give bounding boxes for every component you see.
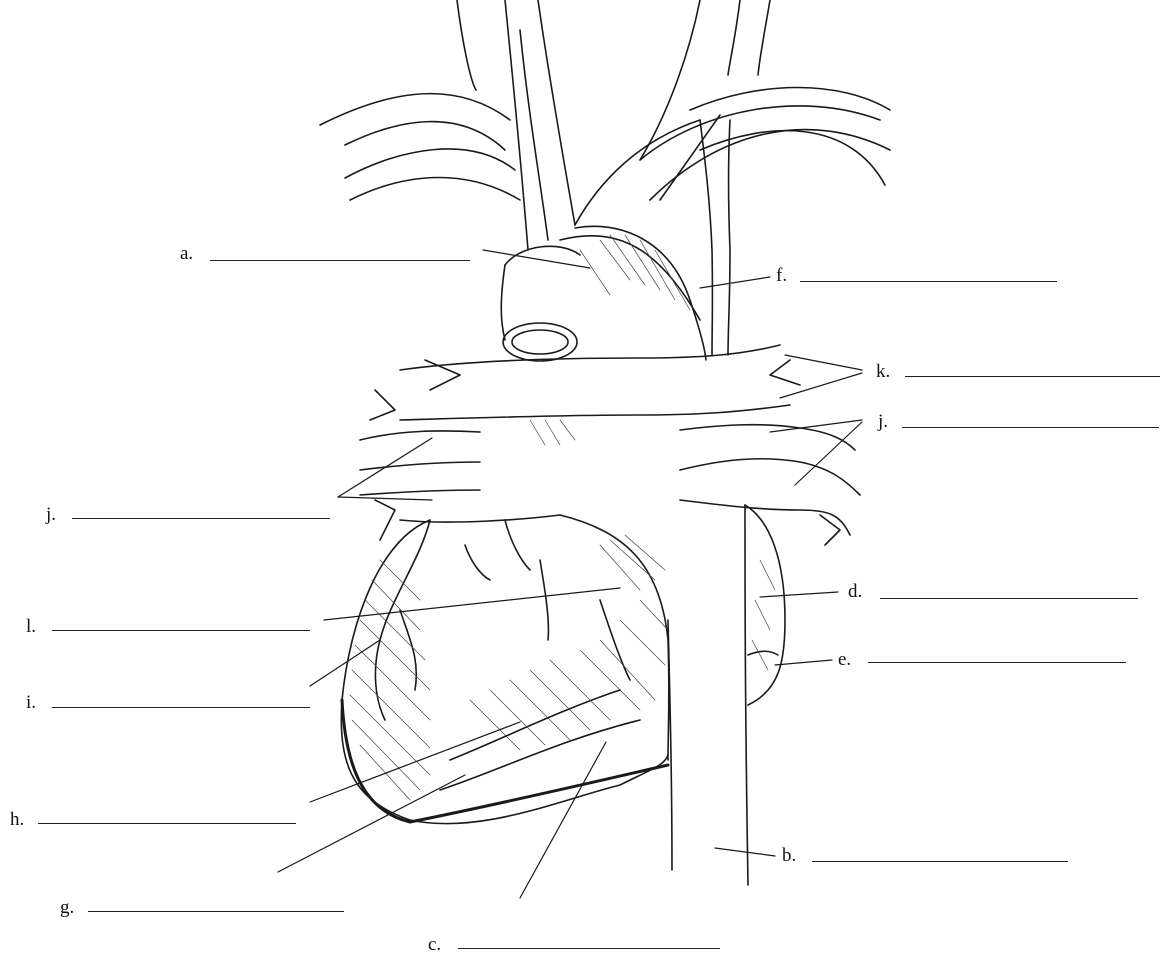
answer-blank-e[interactable]: [868, 662, 1126, 663]
label-l: l.: [26, 617, 36, 636]
label-d: d.: [848, 582, 862, 601]
leader-e: [775, 660, 832, 665]
answer-blank-h[interactable]: [38, 823, 296, 824]
answer-blank-i[interactable]: [52, 707, 310, 708]
leader-k-1: [785, 355, 862, 370]
label-g: g.: [60, 898, 74, 917]
label-h: h.: [10, 810, 24, 829]
leader-c: [520, 742, 606, 898]
answer-blank-a[interactable]: [210, 260, 470, 261]
label-f: f.: [776, 266, 787, 285]
brachiocephalic-vessel: [505, 0, 528, 250]
leader-k-2: [780, 373, 862, 398]
answer-blank-g[interactable]: [88, 911, 344, 912]
answer-blank-j-right[interactable]: [902, 427, 1159, 428]
leader-j-left-1: [338, 438, 432, 497]
label-b: b.: [782, 846, 796, 865]
leader-d: [760, 592, 838, 597]
label-j-left: j.: [46, 505, 56, 524]
leader-b: [715, 848, 775, 856]
leader-f: [700, 277, 770, 288]
answer-blank-k[interactable]: [905, 376, 1160, 377]
label-j-right: j.: [878, 412, 888, 431]
label-e: e.: [838, 650, 851, 669]
leader-j-left-2: [338, 497, 432, 500]
answer-blank-c[interactable]: [458, 948, 720, 949]
answer-blank-b[interactable]: [812, 861, 1068, 862]
label-c: c.: [428, 935, 441, 954]
answer-blank-j-left[interactable]: [72, 518, 330, 519]
label-a: a.: [180, 244, 193, 263]
label-k: k.: [876, 362, 890, 381]
answer-blank-l[interactable]: [52, 630, 310, 631]
answer-blank-f[interactable]: [800, 281, 1057, 282]
leader-j-right-2: [795, 422, 862, 485]
label-i: i.: [26, 693, 36, 712]
answer-blank-d[interactable]: [880, 598, 1138, 599]
leader-a: [483, 250, 590, 268]
